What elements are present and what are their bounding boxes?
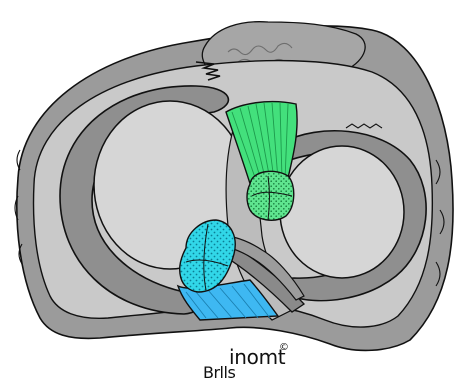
copyright-watermark: inomt © Brlls [203, 339, 293, 387]
watermark-logo-top: inomt [229, 347, 285, 367]
acl-stump [247, 171, 294, 220]
copyright-symbol: © [279, 343, 289, 353]
watermark-logo-bottom: Brlls [203, 365, 235, 381]
lateral-tibial-plateau [280, 146, 404, 278]
